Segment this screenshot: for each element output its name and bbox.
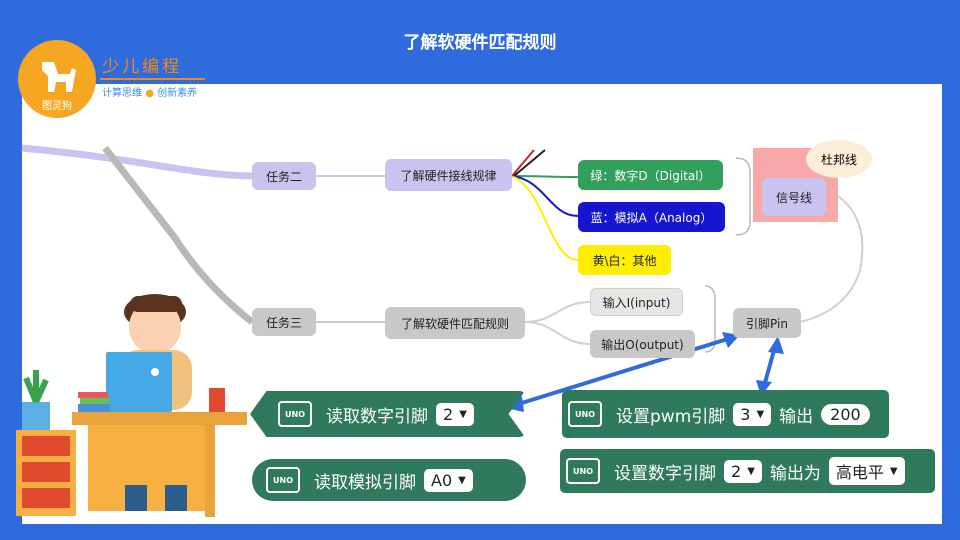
dropdown-caret-icon: ▼ [889, 465, 898, 477]
set-pwm-block[interactable]: UNO 设置pwm引脚 3▼ 输出 200 [562, 390, 889, 438]
logo: 图灵狗 [18, 40, 96, 118]
level-dropdown[interactable]: 高电平 ▼ [828, 457, 905, 485]
read-digital-dropdown[interactable]: 2▼ [436, 402, 474, 426]
read-digital-block[interactable]: UNO 读取数字引脚 2▼ [250, 391, 525, 437]
dropdown-caret-icon: ▼ [756, 408, 765, 420]
task3-child-node: 了解软硬件匹配规则 [385, 307, 525, 339]
set-digital-label: 设置数字引脚 [614, 463, 716, 484]
dog-icon [42, 62, 76, 92]
dupont-label: 杜邦线 [806, 140, 872, 178]
brand-divider [100, 78, 205, 80]
input-node: 输入I(input) [590, 288, 683, 316]
dropdown-caret-icon: ▼ [458, 474, 466, 486]
logo-caption: 图灵狗 [42, 101, 72, 112]
read-digital-value: 2 [443, 404, 454, 424]
digital-output-label: 输出为 [769, 463, 821, 484]
wire-yellow-node: 黄\白：其他 [578, 245, 671, 275]
pwm-output-label: 输出 [779, 406, 814, 427]
uno-board-icon: UNO [278, 401, 312, 427]
task3-node: 任务三 [252, 308, 316, 336]
read-analog-block[interactable]: UNO 读取模拟引脚 A0 ▼ [252, 459, 526, 501]
output-node: 输出O(output) [590, 330, 695, 358]
read-digital-label: 读取数字引脚 [326, 406, 428, 427]
brand-name: 少儿编程 [102, 57, 182, 77]
signal-line-node: 信号线 [762, 178, 826, 216]
read-analog-dropdown[interactable]: A0 ▼ [424, 468, 473, 492]
uno-board-icon: UNO [566, 458, 600, 484]
dropdown-caret-icon: ▼ [459, 408, 467, 420]
task2-node: 任务二 [252, 162, 316, 190]
read-analog-label: 读取模拟引脚 [314, 472, 416, 493]
pwm-value-input[interactable]: 200 [821, 403, 870, 425]
read-analog-value: A0 [431, 470, 453, 490]
tagline-b: 创新素养 [157, 88, 198, 99]
pwm-pin-value: 3 [740, 404, 751, 424]
dropdown-caret-icon: ▼ [747, 465, 755, 477]
digital-pin-dropdown[interactable]: 2▼ [724, 459, 762, 483]
brand-tagline: 计算思维 ● 创新素养 [102, 84, 197, 99]
pwm-pin-dropdown[interactable]: 3▼ [733, 402, 772, 426]
page-title: 了解软硬件匹配规则 [403, 33, 557, 53]
set-digital-block[interactable]: UNO 设置数字引脚 2▼ 输出为 高电平▼ [560, 449, 935, 493]
digital-pin-value: 2 [731, 461, 742, 481]
uno-board-icon: UNO [266, 467, 300, 493]
task2-child-node: 了解硬件接线规律 [385, 159, 512, 191]
tagline-a: 计算思维 [102, 88, 142, 99]
wire-blue-node: 蓝：模拟A（Analog） [578, 202, 725, 232]
set-pwm-label: 设置pwm引脚 [616, 406, 726, 427]
level-value: 高电平 [835, 463, 884, 482]
uno-board-icon: UNO [568, 401, 602, 427]
pin-node: 引脚Pin [733, 308, 801, 338]
bullet-icon: ● [145, 88, 158, 99]
wire-green-node: 绿：数字D（Digital） [578, 160, 723, 190]
